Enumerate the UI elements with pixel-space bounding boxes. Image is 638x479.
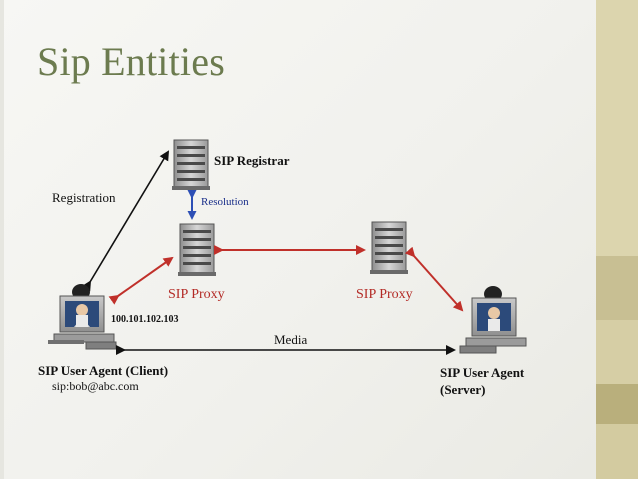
strip-band <box>596 320 638 384</box>
server-computer-user-icon <box>459 286 527 354</box>
client-ip-label: 100.101.102.103 <box>111 314 179 325</box>
slide-title: Sip Entities <box>37 39 225 84</box>
strip-band <box>596 384 638 424</box>
strip-band <box>596 0 638 256</box>
client-computer-user-icon <box>48 284 117 350</box>
proxy-right-label: SIP Proxy <box>356 287 413 302</box>
decorative-side-strip <box>596 0 638 479</box>
left-edge-rule <box>0 0 4 479</box>
strip-band <box>596 256 638 320</box>
registrar-server-icon <box>172 139 210 190</box>
client-uri-label: sip:bob@abc.com <box>52 379 139 393</box>
resolution-label: Resolution <box>201 196 249 208</box>
registration-arrow <box>81 150 170 292</box>
client-label: SIP User Agent (Client) <box>38 363 168 378</box>
proxy-to-server-arrow <box>404 246 464 312</box>
proxy-left-label: SIP Proxy <box>168 287 225 302</box>
proxy-left-server-icon <box>178 223 216 276</box>
proxy-right-server-icon <box>370 221 408 274</box>
registrar-label: SIP Registrar <box>214 153 290 168</box>
media-label: Media <box>274 332 307 347</box>
server-label-line1: SIP User Agent <box>440 365 525 380</box>
registration-label: Registration <box>52 190 116 205</box>
server-label-line2: (Server) <box>440 382 485 397</box>
strip-band <box>596 424 638 479</box>
client-to-proxy-arrow <box>108 256 174 305</box>
